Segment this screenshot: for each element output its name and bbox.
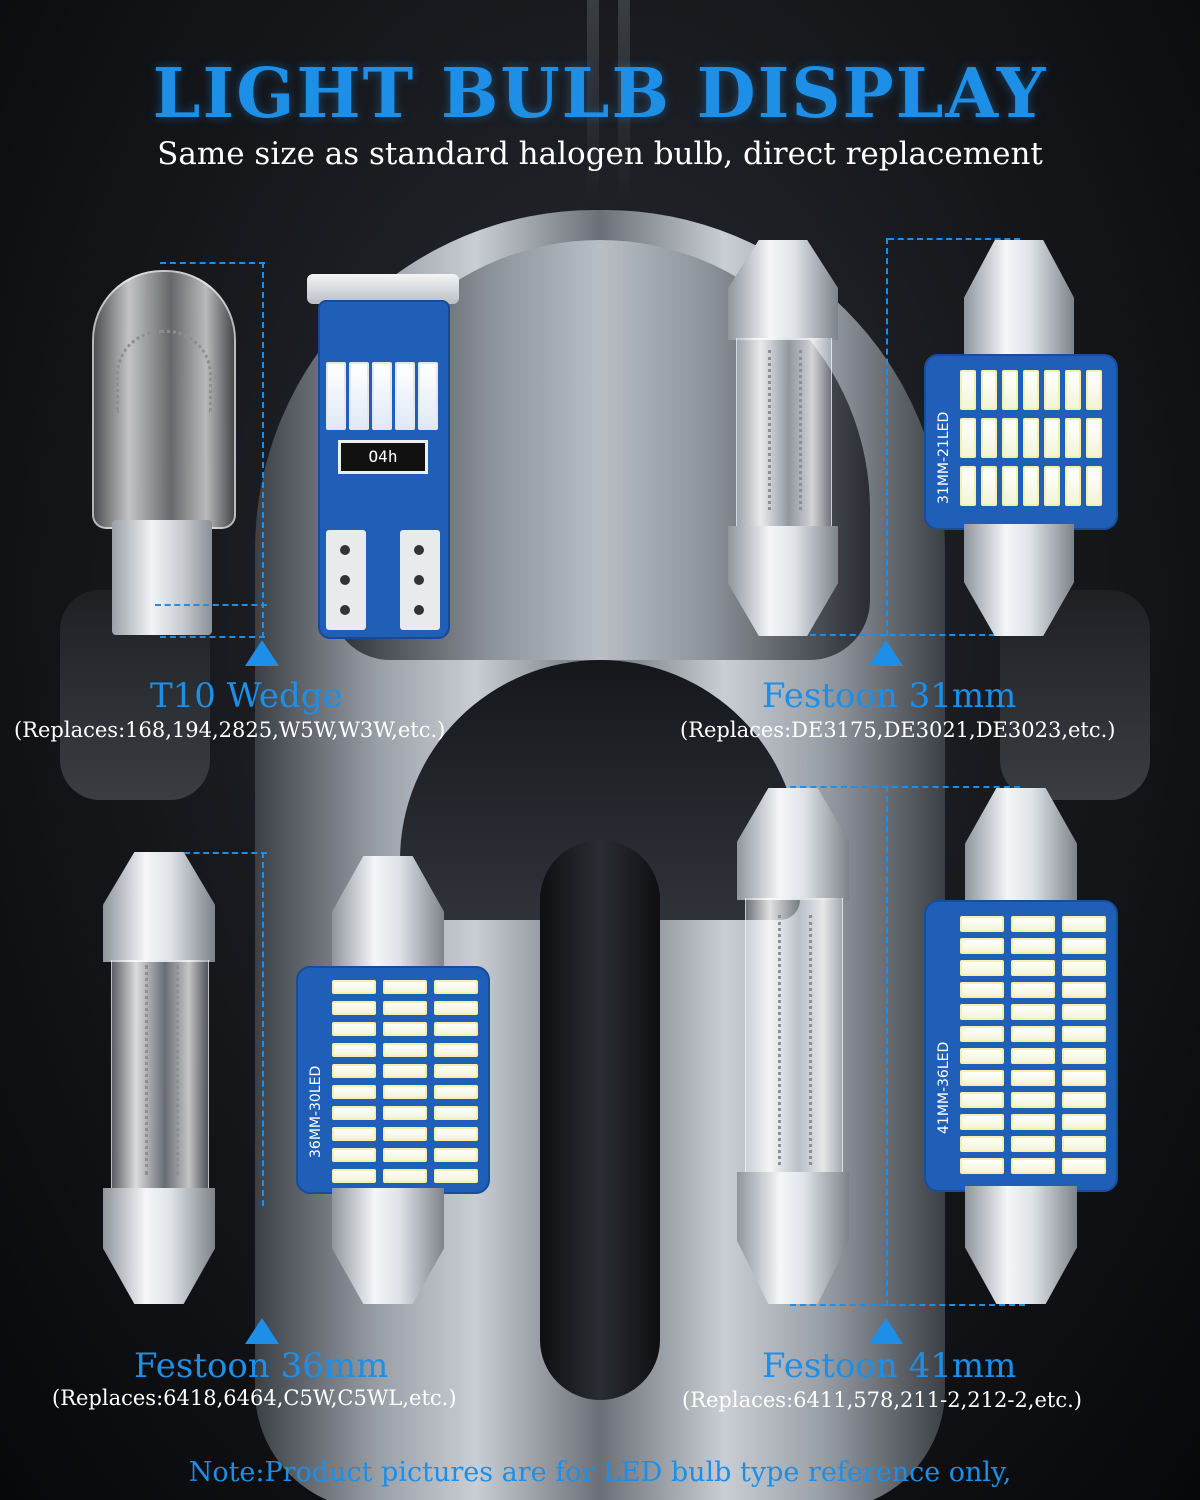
road-stripe [587,0,599,230]
size-marker-icon [245,640,279,666]
bulb-replaces-t10: (Replaces:168,194,2825,W5W,W3W,etc.) [14,718,446,742]
led-array-41mm [960,916,1106,1174]
page-subtitle: Same size as standard halogen bulb, dire… [157,136,1043,172]
size-marker-icon [245,1318,279,1344]
board-label-41mm: 41MM-36LED [936,1041,952,1134]
bulb-name-festoon-41: Festoon 41mm [762,1346,1017,1386]
bulb-name-festoon-36: Festoon 36mm [134,1346,389,1386]
size-marker-icon [869,640,903,666]
bulb-name-festoon-31: Festoon 31mm [762,676,1017,716]
footer-note: Note:Product pictures are for LED bulb t… [188,1457,1012,1488]
bulb-replaces-festoon-41: (Replaces:6411,578,211-2,212-2,etc.) [682,1388,1082,1412]
bulb-name-t10: T10 Wedge [150,676,343,716]
led-array-36mm [332,980,478,1183]
road-stripe [618,0,630,230]
resistor-marking: O4h [338,440,428,474]
board-label-36mm: 36MM-30LED [308,1065,324,1158]
size-marker-icon [869,1318,903,1344]
car-spine-image [540,840,660,1400]
board-label-31mm: 31MM-21LED [936,411,952,504]
page-title: LIGHT BULB DISPLAY [152,54,1048,134]
bulb-replaces-festoon-36: (Replaces:6418,6464,C5W,C5WL,etc.) [52,1386,457,1410]
led-array-31mm [960,370,1102,506]
bulb-replaces-festoon-31: (Replaces:DE3175,DE3021,DE3023,etc.) [680,718,1116,742]
